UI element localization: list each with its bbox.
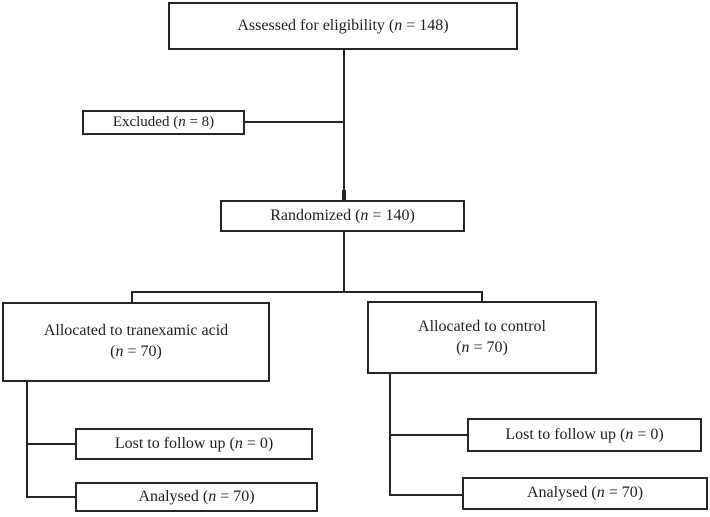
- analysed-control-label: Analysed (n = 70): [526, 484, 644, 502]
- assessed-eligibility-label: Assessed for eligibility (n = 148): [237, 16, 449, 34]
- connector-drop-left-arm: [131, 291, 133, 303]
- excluded-box: Excluded (n = 8): [82, 110, 245, 135]
- analysed-tranexamic-label: Analysed (n = 70): [138, 487, 255, 505]
- lost-to-followup-tranexamic-label: Lost to follow up (n = 0): [114, 434, 274, 452]
- lost-to-followup-control-label: Lost to follow up (n = 0): [505, 425, 664, 443]
- connector-randomized-stem: [343, 232, 345, 292]
- allocated-control-line1: Allocated to control: [418, 317, 546, 335]
- allocated-tranexamic-line1: Allocated to tranexamic acid: [43, 322, 229, 340]
- allocated-tranexamic-line2: (n = 70): [110, 343, 162, 360]
- analysed-tranexamic-box: Analysed (n = 70): [75, 482, 318, 512]
- connector-right-analysed-branch: [389, 494, 462, 496]
- allocated-control-box: Allocated to control (n = 70): [367, 301, 597, 374]
- connector-left-lost-branch: [26, 443, 75, 445]
- connector-left-analysed-branch: [26, 496, 75, 498]
- connector-excluded-branch: [245, 121, 344, 123]
- excluded-label: Excluded (n = 8): [112, 113, 215, 130]
- allocated-control-line2: (n = 70): [456, 338, 508, 356]
- lost-to-followup-control-box: Lost to follow up (n = 0): [467, 418, 702, 452]
- connector-drop-right-arm: [481, 291, 483, 302]
- randomized-label: Randomized (n = 140): [270, 206, 415, 224]
- analysed-control-box: Analysed (n = 70): [462, 477, 708, 510]
- connector-right-lost-branch: [389, 434, 467, 436]
- arrowhead-tick: [342, 190, 346, 200]
- connector-assessed-to-randomized: [343, 50, 345, 200]
- lost-to-followup-tranexamic-box: Lost to follow up (n = 0): [75, 428, 313, 460]
- randomized-box: Randomized (n = 140): [220, 200, 465, 232]
- allocated-tranexamic-box: Allocated to tranexamic acid (n = 70): [2, 302, 270, 382]
- connector-allocation-crossbar: [131, 291, 482, 293]
- connector-left-arm-stem: [26, 382, 28, 498]
- assessed-eligibility-box: Assessed for eligibility (n = 148): [168, 2, 518, 50]
